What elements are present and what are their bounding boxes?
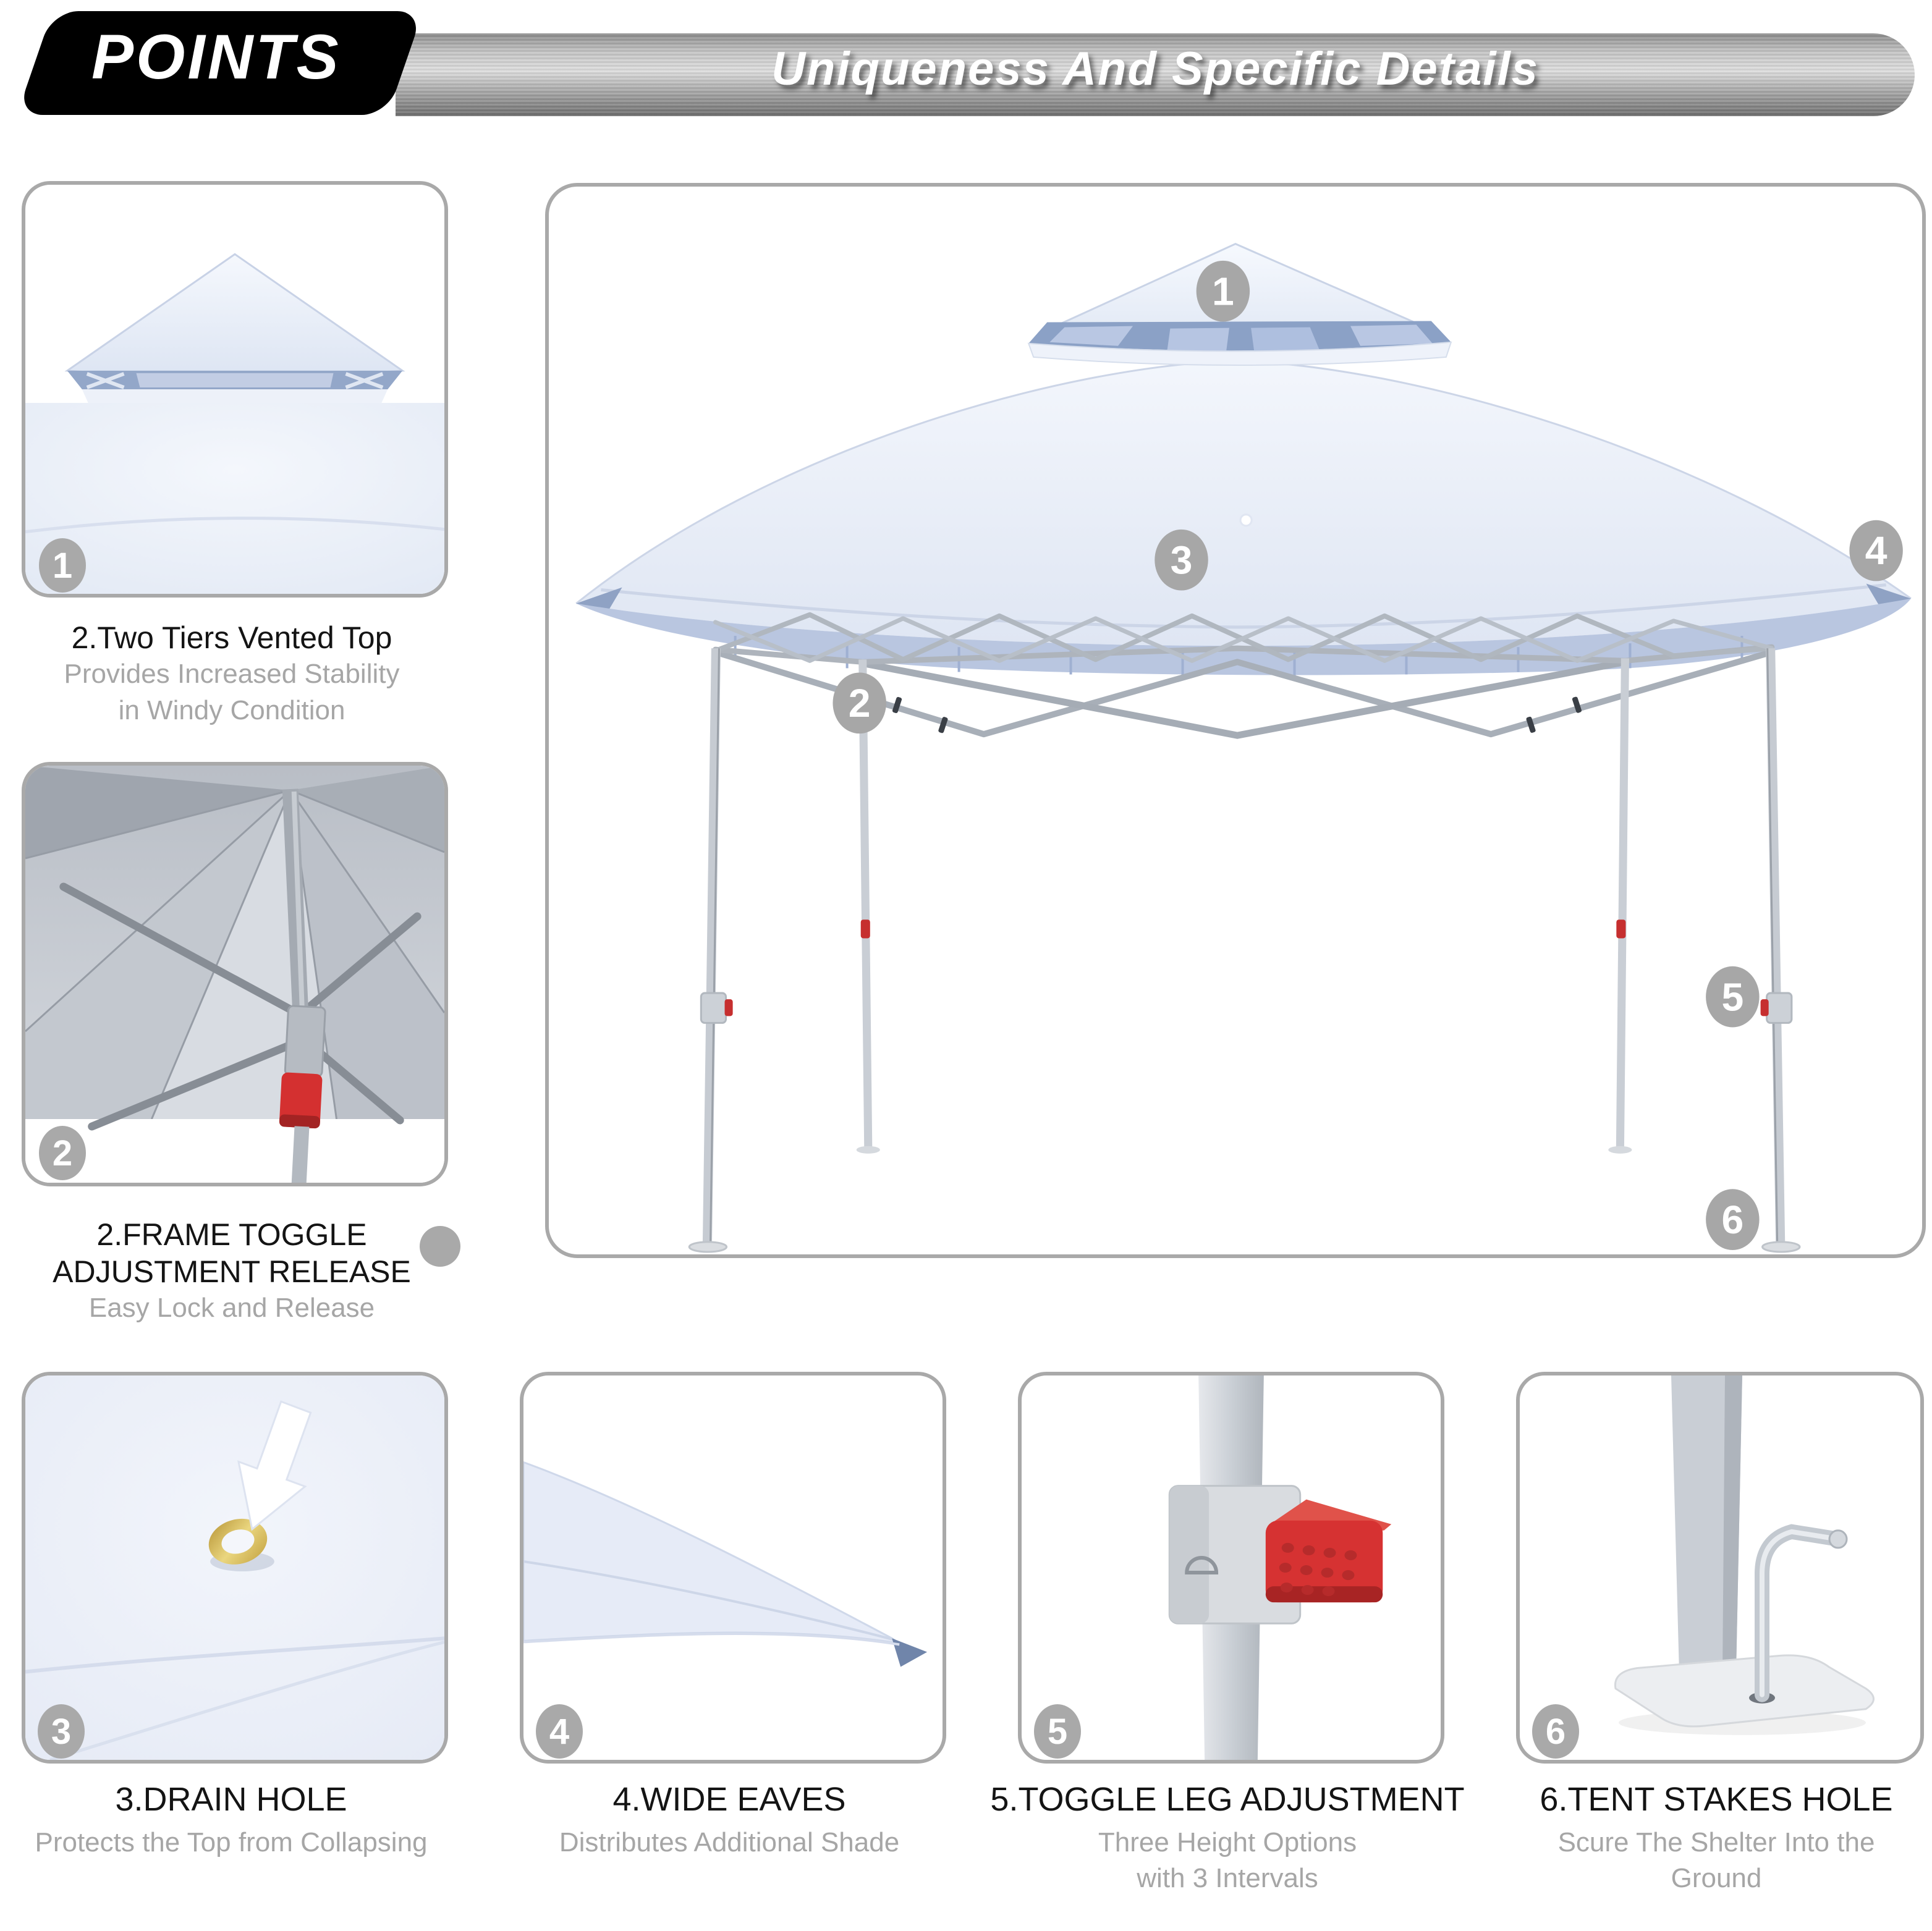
- badge-2: 2: [39, 1126, 86, 1180]
- banner-title: Uniqueness And Specific Details: [771, 43, 1539, 95]
- points-label: POINTS: [91, 22, 341, 92]
- tent-stake: [1755, 1524, 1848, 1702]
- feature-card-vented-top: 1: [22, 181, 448, 598]
- diagram-badge-2: 2: [833, 672, 886, 734]
- caption-sub: Ground: [1671, 1863, 1762, 1894]
- caption-title: ADJUSTMENT RELEASE: [53, 1254, 411, 1289]
- canopy-tent-illustration: 1 2 3 4 5: [575, 242, 1912, 1253]
- vented-top-illustration: [25, 253, 444, 594]
- caption-title: 2.Two Tiers Vented Top: [71, 620, 392, 655]
- cap-pyramid: [64, 253, 405, 378]
- left-inner-leg: [858, 659, 873, 1149]
- badge-5: 5: [1034, 1704, 1081, 1759]
- right-toggle-housing: [1766, 992, 1793, 1024]
- wide-eaves-illustration: [523, 1461, 928, 1667]
- caption-stakes-hole: 6.TENT STAKES HOLE Scure The Shelter Int…: [1438, 1780, 1932, 1897]
- caption-frame-toggle: 2.FRAME TOGGLE ADJUSTMENT RELEASE Easy L…: [0, 1216, 464, 1327]
- caption-drain-hole: 3.DRAIN HOLE Protects the Top from Colla…: [0, 1780, 509, 1861]
- caption-sub: in Windy Condition: [118, 695, 345, 725]
- caption-sub: Three Height Options: [1098, 1827, 1357, 1857]
- lower-canopy: [25, 403, 444, 594]
- stakes-hole-illustration: [1614, 1375, 1875, 1735]
- caption-title: 2.FRAME TOGGLE: [96, 1217, 367, 1252]
- eave-tip-fold: [892, 1638, 928, 1667]
- feature-card-wide-eaves: 4: [520, 1372, 946, 1764]
- header-banner: Uniqueness And Specific Details: [396, 33, 1915, 116]
- caption-title: 5.TOGGLE LEG ADJUSTMENT: [990, 1781, 1465, 1818]
- feature-card-stakes-hole: 6: [1516, 1372, 1924, 1764]
- arrow-icon: [237, 1400, 312, 1531]
- badge-6: 6: [1532, 1704, 1579, 1759]
- red-toggle-button: [1265, 1499, 1392, 1603]
- red-toggle: [860, 919, 870, 939]
- right-eave-tip: [1866, 583, 1911, 611]
- caption-sub: Distributes Additional Shade: [559, 1827, 900, 1857]
- d-shaped-hole: [1185, 1556, 1219, 1575]
- eave-fabric: [523, 1461, 900, 1644]
- svg-text:6: 6: [1721, 1198, 1743, 1242]
- diagram-badge-6: 6: [1706, 1189, 1760, 1250]
- left-outer-leg: [702, 648, 721, 1246]
- svg-text:5: 5: [1721, 974, 1743, 1019]
- svg-text:1: 1: [1212, 269, 1234, 313]
- caption-title: 6.TENT STAKES HOLE: [1540, 1781, 1893, 1818]
- right-inner-leg: [1616, 658, 1629, 1149]
- fabric-seams: [25, 789, 444, 1120]
- toggle-grip-bumps: [1279, 1542, 1357, 1597]
- caption-sub: Easy Lock and Release: [88, 1293, 375, 1323]
- diagram-badge-4: 4: [1849, 520, 1903, 581]
- badge-3: 3: [38, 1704, 85, 1759]
- right-outer-leg: [1766, 648, 1786, 1246]
- truss-clips: [892, 696, 1582, 733]
- caption-sub: with 3 Intervals: [1137, 1863, 1318, 1894]
- caption-sub: Provides Increased Stability: [64, 659, 400, 689]
- feature-card-leg-adjustment: 5: [1018, 1372, 1444, 1764]
- drain-hole-dot: [1239, 513, 1253, 527]
- canopy-seam: [601, 583, 1886, 629]
- frame-toggle-illustration: [25, 766, 444, 1183]
- left-eave-tip: [576, 587, 622, 615]
- feature-card-frame-toggle: 2: [22, 762, 448, 1186]
- diagram-badges: 1 2 3 4 5: [833, 260, 1903, 1250]
- drain-hole-illustration: [25, 1375, 444, 1760]
- main-canopy-diagram: 1 2 3 4 5: [545, 183, 1926, 1258]
- leg-toggles: [700, 919, 1793, 1024]
- hub-and-toggle: [279, 1005, 326, 1183]
- caption-vented-top: 2.Two Tiers Vented Top Provides Increase…: [0, 619, 464, 729]
- diagram-badge-1: 1: [1196, 260, 1250, 322]
- badge-4: 4: [536, 1704, 583, 1759]
- decorative-gray-dot: [420, 1226, 460, 1267]
- svg-text:4: 4: [1865, 528, 1888, 573]
- canopy-fabric: [25, 1375, 444, 1760]
- badge-1: 1: [39, 538, 86, 593]
- svg-text:3: 3: [1171, 538, 1193, 582]
- caption-title: 3.DRAIN HOLE: [115, 1781, 347, 1818]
- caption-sub: Protects the Top from Collapsing: [35, 1827, 428, 1857]
- caption-wide-eaves: 4.WIDE EAVES Distributes Additional Shad…: [451, 1780, 1007, 1861]
- caption-title: 4.WIDE EAVES: [612, 1781, 846, 1818]
- right-foot-plate: [1761, 1241, 1801, 1253]
- caption-sub: Scure The Shelter Into the: [1557, 1827, 1875, 1857]
- base-plate: [1614, 1654, 1875, 1728]
- leg-adjustment-illustration: [1168, 1375, 1392, 1760]
- left-foot-plate: [688, 1241, 728, 1253]
- red-toggle: [279, 1072, 323, 1128]
- vent-struts: [86, 372, 384, 389]
- feature-card-drain-hole: 3: [22, 1372, 448, 1764]
- left-toggle-housing: [700, 992, 727, 1024]
- diagram-badge-3: 3: [1155, 529, 1208, 591]
- caption-leg-adjustment: 5.TOGGLE LEG ADJUSTMENT Three Height Opt…: [949, 1780, 1506, 1897]
- grommet: [208, 1518, 268, 1565]
- legs: [688, 648, 1801, 1253]
- svg-text:2: 2: [849, 681, 871, 725]
- diagram-badge-5: 5: [1706, 966, 1760, 1028]
- red-toggle: [1616, 919, 1626, 939]
- scissor-truss: [712, 612, 1775, 739]
